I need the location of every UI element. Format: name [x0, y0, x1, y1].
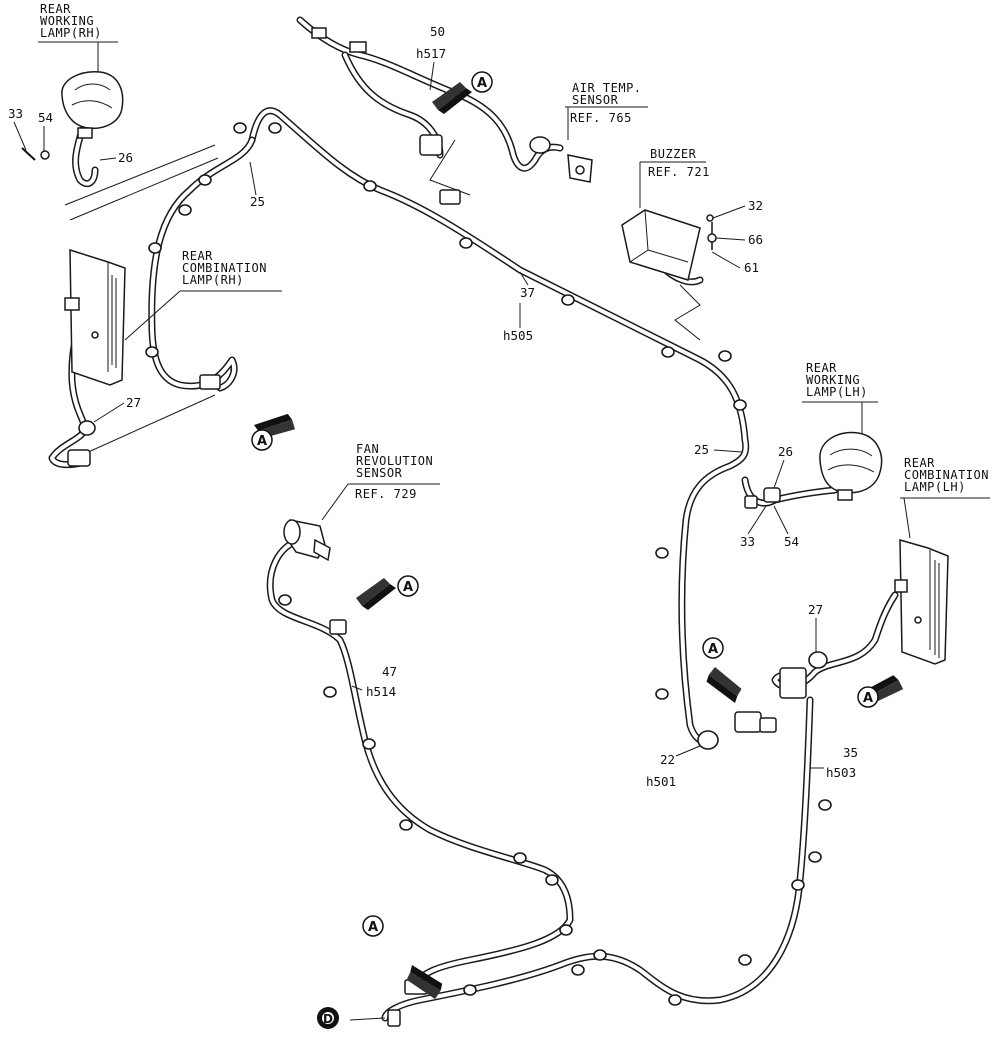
- callout-66: 66: [748, 232, 763, 247]
- label-rear-combination-lamp-lh: REAR COMBINATION LAMP(LH): [904, 456, 993, 494]
- callout-32: 32: [748, 198, 763, 213]
- callout-h501: h501: [646, 774, 676, 789]
- callout-35: 35: [843, 745, 858, 760]
- svg-text:D: D: [323, 1012, 333, 1026]
- callout-a-2: A: [251, 429, 273, 451]
- callout-a-5: A: [857, 686, 879, 708]
- label-rear-working-lamp-rh: REAR WORKING LAMP(RH): [40, 2, 102, 40]
- ref-fan-revolution-sensor: REF. 729: [355, 487, 417, 501]
- rear-working-lamp-rh: [61, 71, 124, 139]
- callout-54-rh: 54: [38, 110, 53, 125]
- label-air-temp-sensor: AIR TEMP. SENSOR: [572, 81, 649, 107]
- callout-h503: h503: [826, 765, 856, 780]
- callout-26-lh: 26: [778, 444, 793, 459]
- harness-47: [266, 536, 574, 994]
- harness-clips: [145, 122, 832, 1006]
- svg-text:A: A: [708, 642, 718, 657]
- label-fan-revolution-sensor: FAN REVOLUTION SENSOR: [356, 442, 441, 480]
- connector-rh-lower: [67, 374, 221, 467]
- callout-26-rh: 26: [118, 150, 133, 165]
- callout-61: 61: [744, 260, 759, 275]
- callout-33-lh: 33: [740, 534, 755, 549]
- callout-22: 22: [660, 752, 675, 767]
- fan-revolution-sensor: [283, 519, 331, 562]
- callout-arrows: [250, 82, 906, 1007]
- rear-combination-lamp-lh: [894, 539, 949, 665]
- buzzer: [621, 209, 717, 281]
- svg-text:A: A: [477, 76, 487, 91]
- callout-a-1: A: [471, 71, 493, 93]
- callout-h517: h517: [416, 46, 446, 61]
- callout-37: 37: [520, 285, 535, 300]
- callout-25-lh: 25: [694, 442, 709, 457]
- connector-47: [329, 619, 347, 635]
- svg-text:A: A: [368, 920, 378, 935]
- bolt-hardware-lh: [744, 487, 781, 509]
- callout-h514: h514: [366, 684, 396, 699]
- harness-35: [381, 696, 814, 1022]
- harness-37: [248, 107, 750, 748]
- callout-a-6: A: [362, 915, 384, 937]
- callout-a-4: A: [702, 637, 724, 659]
- label-rear-working-lamp-lh: REAR WORKING LAMP(LH): [806, 361, 868, 399]
- bolt-hardware-rh: [21, 147, 50, 161]
- callout-33-rh: 33: [8, 106, 23, 121]
- svg-text:A: A: [257, 434, 267, 449]
- ref-air-temp-sensor: REF. 765: [570, 111, 632, 125]
- callout-25-rh: 25: [250, 194, 265, 209]
- callout-a-3: A: [397, 575, 419, 597]
- callout-54-lh: 54: [784, 534, 799, 549]
- label-buzzer: BUZZER: [650, 147, 697, 161]
- svg-text:A: A: [403, 580, 413, 595]
- callout-27-rh: 27: [126, 395, 141, 410]
- rear-combination-lamp-rh: [64, 248, 126, 386]
- callout-d: D: [317, 1007, 339, 1029]
- rear-working-lamp-lh: [819, 431, 883, 501]
- ref-buzzer: REF. 721: [648, 165, 710, 179]
- label-rear-combination-lamp-rh: REAR COMBINATION LAMP(RH): [182, 249, 275, 287]
- connector-group-50: [311, 27, 551, 205]
- callout-27-lh: 27: [808, 602, 823, 617]
- callout-h505: h505: [503, 328, 533, 343]
- air-temp-sensor: [567, 154, 593, 183]
- connector-cluster-lh: [697, 651, 828, 750]
- svg-text:A: A: [863, 691, 873, 706]
- callout-50: 50: [430, 24, 445, 39]
- callout-47: 47: [382, 664, 397, 679]
